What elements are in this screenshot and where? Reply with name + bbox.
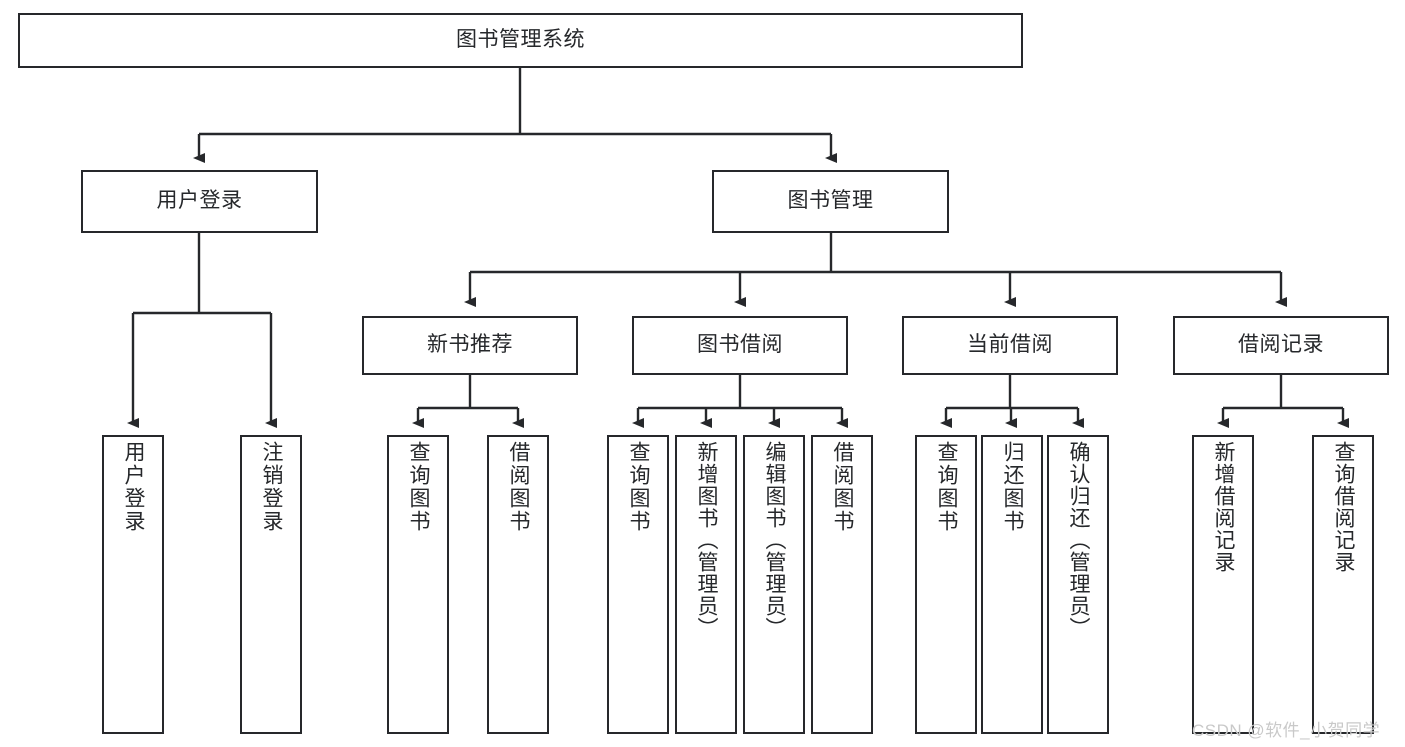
leaf-records-query-record[interactable]: 查询借阅记录: [1312, 435, 1374, 734]
node-label: 用户登录: [156, 189, 243, 213]
node-label: 新增图书（管理员）: [695, 441, 719, 639]
node-label: 图书管理: [787, 189, 874, 213]
node-label: 编辑图书（管理员）: [763, 441, 787, 639]
node-label: 查询图书: [407, 441, 431, 533]
node-label: 新书推荐: [427, 333, 513, 357]
node-label: 注销登录: [260, 441, 284, 533]
node-root-book-management-system[interactable]: 图书管理系统: [18, 13, 1023, 68]
leaf-borrow-add-book-admin[interactable]: 新增图书（管理员）: [675, 435, 737, 734]
leaf-records-add-record[interactable]: 新增借阅记录: [1192, 435, 1254, 734]
node-user-login[interactable]: 用户登录: [81, 170, 318, 233]
leaf-borrow-borrow-book[interactable]: 借阅图书: [811, 435, 873, 734]
node-label: 确认归还（管理员）: [1067, 441, 1091, 639]
node-label: 用户登录: [122, 441, 146, 533]
leaf-borrow-edit-book-admin[interactable]: 编辑图书（管理员）: [743, 435, 805, 734]
leaf-current-query-book[interactable]: 查询图书: [915, 435, 977, 734]
node-label: 查询图书: [627, 441, 651, 533]
node-label: 借阅图书: [507, 441, 531, 533]
node-borrow-records[interactable]: 借阅记录: [1173, 316, 1389, 375]
node-label: 借阅记录: [1238, 333, 1324, 357]
leaf-current-return-book[interactable]: 归还图书: [981, 435, 1043, 734]
node-book-management[interactable]: 图书管理: [712, 170, 949, 233]
leaf-new-book-query[interactable]: 查询图书: [387, 435, 449, 734]
csdn-watermark: CSDN @软件_小贺同学: [1192, 721, 1381, 740]
node-label: 图书管理系统: [456, 28, 585, 52]
leaf-current-confirm-return-admin[interactable]: 确认归还（管理员）: [1047, 435, 1109, 734]
node-new-book-recommend[interactable]: 新书推荐: [362, 316, 578, 375]
leaf-user-login[interactable]: 用户登录: [102, 435, 164, 734]
node-current-borrow[interactable]: 当前借阅: [902, 316, 1118, 375]
node-label: 归还图书: [1001, 441, 1025, 533]
leaf-logout[interactable]: 注销登录: [240, 435, 302, 734]
node-label: 新增借阅记录: [1212, 441, 1236, 573]
node-label: 当前借阅: [967, 333, 1053, 357]
node-label: 图书借阅: [697, 333, 783, 357]
node-label: 借阅图书: [831, 441, 855, 533]
node-label: 查询借阅记录: [1332, 441, 1356, 573]
node-book-borrow[interactable]: 图书借阅: [632, 316, 848, 375]
node-label: 查询图书: [935, 441, 959, 533]
leaf-borrow-query-book[interactable]: 查询图书: [607, 435, 669, 734]
leaf-new-book-borrow[interactable]: 借阅图书: [487, 435, 549, 734]
